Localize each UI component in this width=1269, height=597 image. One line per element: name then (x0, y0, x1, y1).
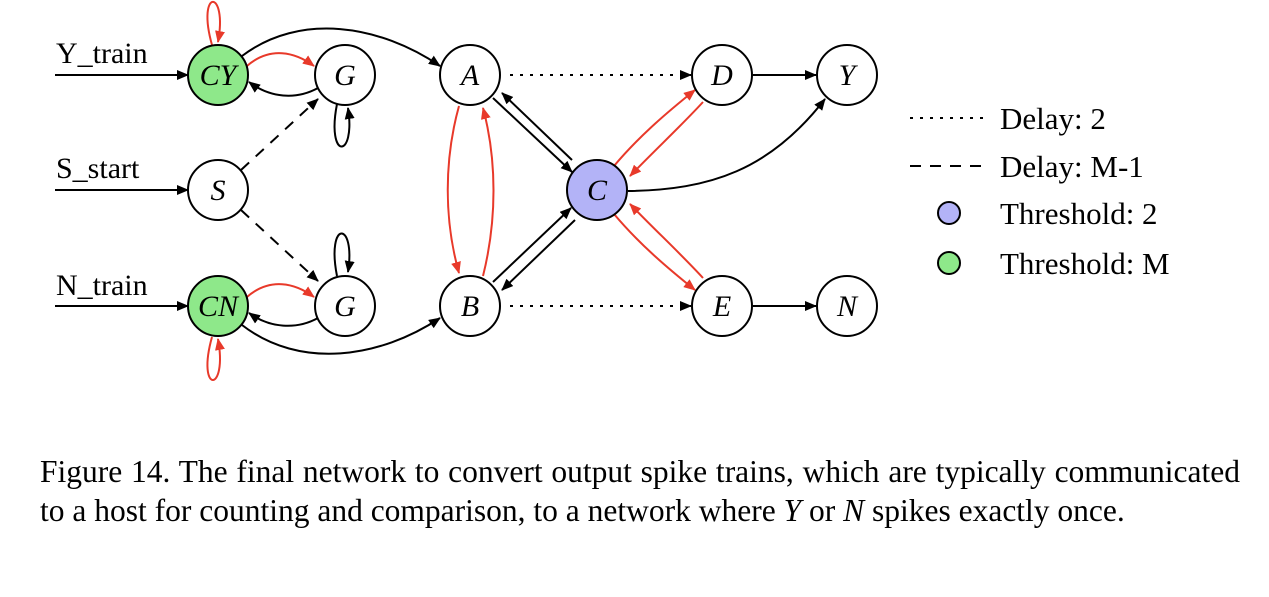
d-to-c-edge (629, 101, 704, 177)
node-cn: CN (187, 275, 249, 337)
cn-to-b-edge (241, 317, 441, 355)
n-train-label: N_train (56, 269, 148, 302)
node-g-top: G (314, 44, 376, 106)
node-e-label: E (712, 290, 731, 323)
node-n-label: N (836, 290, 859, 323)
node-b: B (439, 275, 501, 337)
node-a: A (439, 44, 501, 106)
node-c: C (566, 159, 628, 221)
node-g-bottom: G (314, 275, 376, 337)
a-to-c-edge (492, 97, 573, 173)
caption-text-part-3: spikes exactly once. (864, 493, 1125, 528)
b-to-c-edge (492, 207, 572, 283)
s-to-g-bottom-edge (240, 209, 319, 282)
node-s-label: S (211, 174, 226, 207)
g-bottom-self-loop-edge (333, 232, 355, 277)
legend-delay-2-label: Delay: 2 (1000, 101, 1106, 136)
node-b-label: B (461, 290, 479, 323)
figure-caption: Figure 14. The final network to convert … (40, 452, 1240, 530)
c-to-e-edge (613, 213, 696, 291)
g-top-to-cy-edge (248, 81, 319, 97)
caption-var-y: Y (783, 493, 802, 528)
y-train-label: Y_train (56, 37, 148, 70)
spike-network-diagram: Y_train S_start N_train CY G (55, 1, 1170, 381)
g-bottom-to-cn-edge (248, 312, 319, 327)
node-s: S (187, 159, 249, 221)
node-a-label: A (459, 59, 480, 92)
node-d-label: D (710, 59, 733, 92)
node-g-top-label: G (334, 59, 356, 92)
legend-threshold-m-swatch (937, 251, 961, 275)
cy-to-g-top-edge (246, 52, 315, 67)
node-y-label: Y (839, 59, 859, 92)
legend-delay-m1-label: Delay: M-1 (1000, 149, 1144, 184)
node-d: D (691, 44, 753, 106)
caption-text-part-2: or (801, 493, 844, 528)
c-to-y-edge (627, 98, 826, 192)
legend-threshold-m-label: Threshold: M (1000, 246, 1170, 281)
cy-to-a-edge (241, 27, 441, 67)
node-y: Y (816, 44, 878, 106)
legend: Delay: 2 Delay: M-1 Threshold: 2 Thresho… (910, 101, 1170, 281)
g-top-self-loop-edge (333, 103, 355, 148)
node-g-bottom-label: G (334, 290, 356, 323)
node-cy: CY (187, 44, 249, 106)
s-start-label: S_start (56, 152, 140, 185)
c-to-a-edge (501, 92, 573, 161)
node-cn-label: CN (198, 290, 240, 323)
legend-threshold-2-label: Threshold: 2 (1000, 196, 1158, 231)
c-to-b-edge (501, 219, 576, 291)
cy-self-loop-edge (206, 1, 225, 46)
c-to-d-edge (613, 89, 696, 167)
caption-var-n: N (843, 493, 865, 528)
cn-self-loop-edge (206, 336, 225, 381)
node-cy-label: CY (200, 59, 240, 92)
s-to-g-top-edge (240, 98, 319, 171)
node-n: N (816, 275, 878, 337)
node-e: E (691, 275, 753, 337)
cn-to-g-bottom-edge (246, 283, 315, 298)
node-c-label: C (587, 174, 608, 207)
b-to-a-edge (481, 107, 495, 277)
e-to-c-edge (629, 203, 704, 279)
caption-text-part-1: Figure 14. The final network to convert … (40, 454, 1240, 528)
a-to-b-edge (446, 105, 461, 274)
legend-threshold-2-swatch (937, 201, 961, 225)
